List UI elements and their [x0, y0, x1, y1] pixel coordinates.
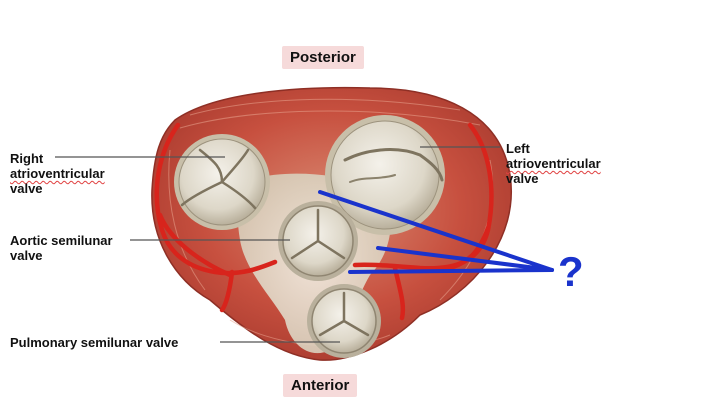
- aortic-semilunar-valve: [278, 201, 358, 281]
- left-av-line-1: Left: [506, 141, 530, 156]
- right-av-line-2: atrioventricular: [10, 166, 105, 181]
- leader-lines: [55, 146, 500, 343]
- right-av-line-1: Right: [10, 151, 44, 166]
- right-atrioventricular-valve: [174, 134, 270, 230]
- aortic-line-2: valve: [10, 248, 43, 263]
- aortic-line-1: Aortic semilunar: [10, 233, 113, 248]
- left-av-line-2: atrioventricular: [506, 156, 601, 171]
- question-pointers: [318, 190, 554, 274]
- pulmonary-semilunar-valve: [307, 284, 381, 358]
- posterior-label: Posterior: [282, 46, 364, 69]
- left-av-line-3: valve: [506, 171, 539, 186]
- pulmonary-valve-label: Pulmonary semilunar valve: [10, 335, 179, 350]
- left-atrioventricular-valve: [325, 115, 445, 235]
- question-mark: ?: [558, 248, 584, 295]
- right-av-valve-label: Right atrioventricular valve: [10, 151, 105, 196]
- aortic-valve-label: Aortic semilunar valve: [10, 233, 113, 263]
- anterior-label: Anterior: [283, 374, 358, 397]
- right-av-line-3: valve: [10, 181, 43, 196]
- left-av-valve-label: Left atrioventricular valve: [506, 141, 601, 186]
